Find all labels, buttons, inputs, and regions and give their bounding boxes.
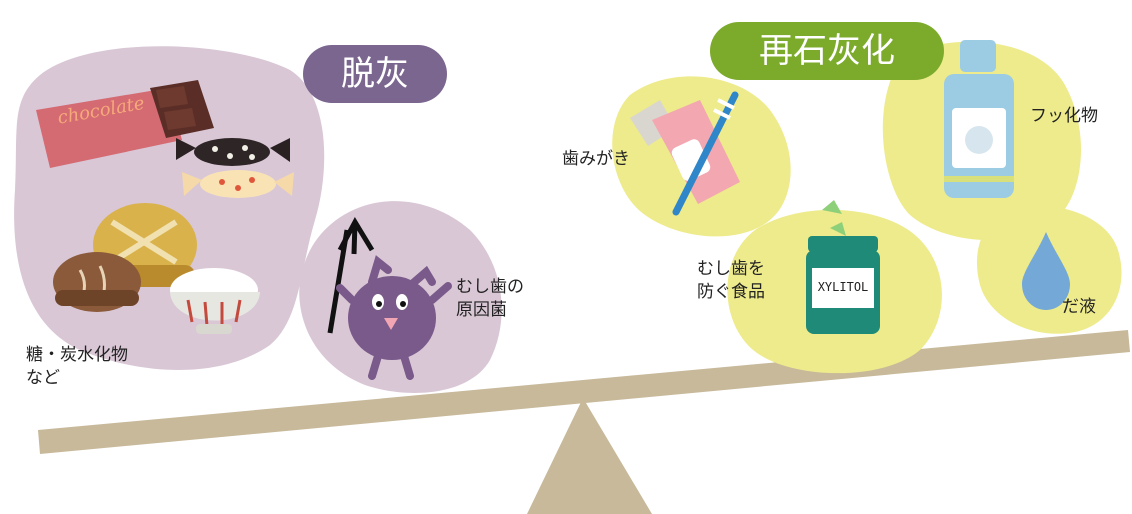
food-label: 糖・炭水化物 など <box>26 344 128 390</box>
bacteria-label-line2: 原因菌 <box>456 299 507 320</box>
food-label-line1: 糖・炭水化物 <box>26 345 128 365</box>
fluoride-label: フッ化物 <box>1030 106 1098 126</box>
candy-icon <box>182 170 294 198</box>
saliva-drop-icon <box>1022 232 1070 310</box>
saliva-label: だ液 <box>1062 297 1096 317</box>
bacteria-label: むし歯の 原因菌 <box>456 276 524 322</box>
bread-icon <box>53 252 141 312</box>
protective-food-label-line1: むし歯を <box>697 259 765 279</box>
rice-bowl-icon <box>170 268 260 334</box>
toothbrush-icon <box>672 91 739 216</box>
protective-food-label: むし歯を 防ぐ食品 <box>697 258 765 304</box>
balance-fulcrum <box>527 398 652 514</box>
xylitol-jar-icon <box>806 200 880 334</box>
candy-icon <box>176 138 290 166</box>
bacteria-label-line1: むし歯の <box>456 277 524 297</box>
bacteria-character-icon <box>327 216 452 380</box>
fluoride-bottle-icon <box>944 40 1014 198</box>
brushing-label: 歯みがき <box>562 149 630 169</box>
demineralization-title: 脱灰 <box>303 45 447 103</box>
remineralization-title: 再石灰化 <box>710 22 944 80</box>
food-label-line2: など <box>26 367 60 388</box>
chocolate-icon <box>36 80 214 168</box>
xylitol-jar-text: XYLITOL <box>817 280 869 294</box>
protective-food-label-line2: 防ぐ食品 <box>697 281 765 302</box>
